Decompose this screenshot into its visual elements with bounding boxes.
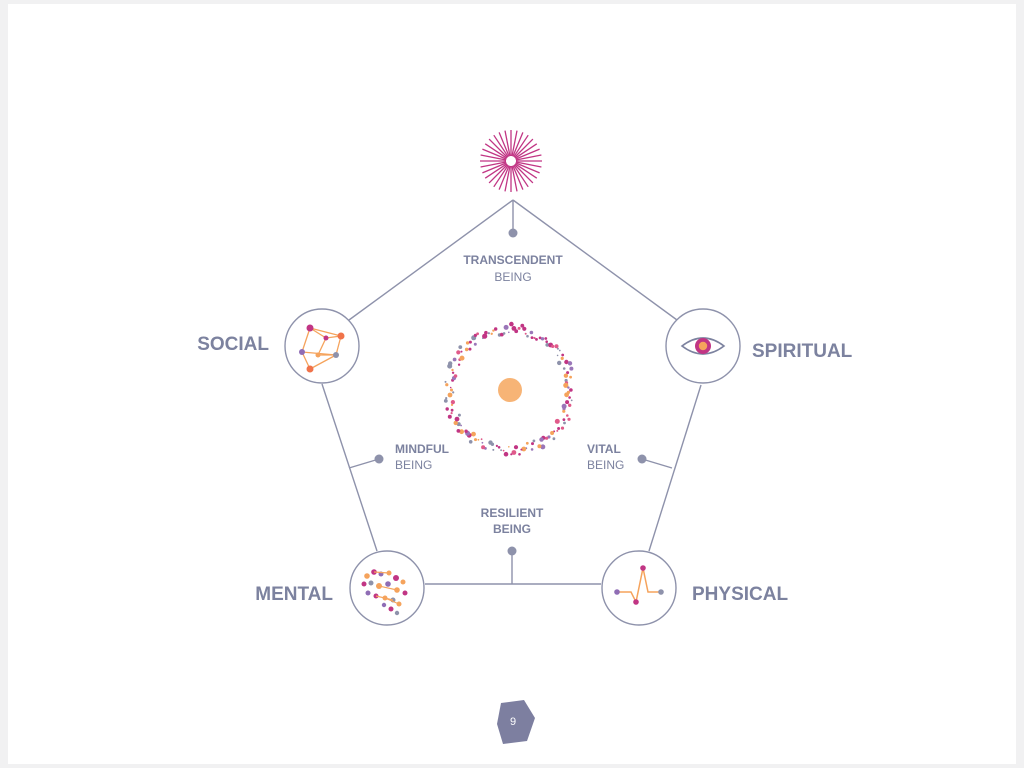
- mental-label: MENTAL: [255, 584, 333, 605]
- center-sun: [498, 378, 522, 402]
- mindful-label-line1: MINDFUL: [395, 442, 449, 456]
- vital-label-line2: BEING: [587, 458, 624, 472]
- eye-icon: [680, 337, 726, 355]
- resilient-marker: [507, 546, 517, 556]
- edge-top-spiritual: [512, 199, 678, 321]
- spiritual-label: SPIRITUAL: [752, 341, 853, 362]
- edge-top-social: [348, 199, 514, 321]
- page-number-badge: [497, 700, 535, 744]
- sunburst-icon: [480, 130, 542, 192]
- page-number: 9: [510, 716, 516, 728]
- edge-spiritual-physical: [648, 384, 702, 552]
- transcendent-label-line2: BEING: [494, 270, 531, 284]
- brain-icon: [361, 569, 408, 616]
- mindful-label-line2: BEING: [395, 458, 432, 472]
- resilient-label-line1: RESILIENT: [481, 506, 544, 520]
- heartbeat-icon: [614, 565, 664, 605]
- vital-label-line1: VITAL: [587, 442, 621, 456]
- social-label: SOCIAL: [197, 334, 269, 355]
- transcendent-marker: [508, 228, 518, 238]
- transcendent-label-line1: TRANSCENDENT: [463, 253, 563, 267]
- network-icon: [299, 324, 345, 373]
- vital-marker: [637, 454, 647, 464]
- resilient-label-line2: BEING: [493, 522, 531, 536]
- physical-label: PHYSICAL: [692, 584, 788, 605]
- dotted-ring-icon: [443, 321, 574, 457]
- mindful-marker: [374, 454, 384, 464]
- connector-vital: [641, 458, 673, 469]
- connector-mindful: [348, 458, 380, 469]
